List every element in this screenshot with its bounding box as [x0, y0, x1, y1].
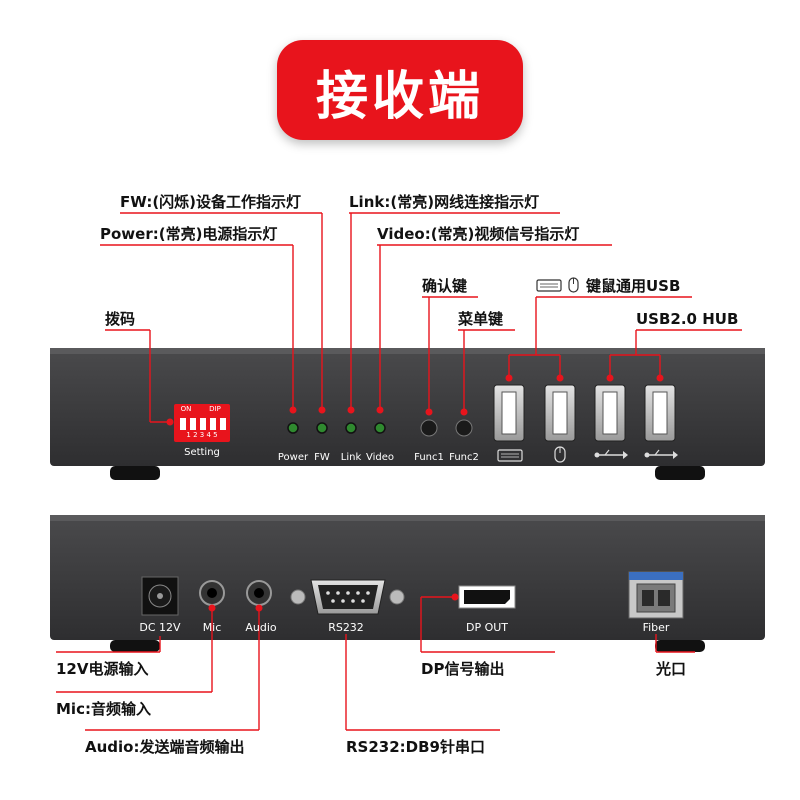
dip-numbers-label: 1 2 3 4 5	[186, 431, 218, 439]
dc-label: DC 12V	[139, 621, 181, 634]
usb-port-hub-1[interactable]	[594, 384, 626, 442]
usb-icon	[594, 449, 628, 459]
led-video	[374, 422, 386, 434]
led-link-label: Link	[340, 452, 362, 463]
led-fw	[316, 422, 328, 434]
callout-power: Power:(常亮)电源指示灯	[100, 225, 278, 243]
mic-label: Mic	[202, 621, 222, 634]
dip-on-label: ON	[180, 405, 192, 413]
callout-dc: 12V电源输入	[56, 660, 149, 678]
led-power	[287, 422, 299, 434]
rear-callout-dots	[208, 593, 459, 612]
callout-link: Link:(常亮)网线连接指示灯	[349, 193, 540, 211]
audio-label: Audio	[245, 621, 277, 634]
dp-out-port[interactable]	[458, 585, 516, 609]
keyboard-icon	[536, 279, 562, 292]
callout-rs232: RS232:DB9针串口	[346, 738, 485, 756]
callout-fw: FW:(闪烁)设备工作指示灯	[120, 193, 302, 211]
usb-port-mouse[interactable]	[544, 384, 576, 442]
callout-dp: DP信号输出	[421, 660, 505, 678]
rear-chassis	[50, 515, 765, 652]
led-power-label: Power	[277, 452, 309, 463]
mouse-icon	[568, 277, 579, 293]
callout-dip: 拨码	[105, 310, 136, 328]
dc-jack[interactable]	[141, 576, 179, 616]
front-callout-dots	[166, 374, 664, 426]
fiber-label: Fiber	[642, 621, 670, 634]
audio-jack[interactable]	[246, 580, 272, 606]
usb-icon	[644, 449, 678, 459]
callout-audio: Audio:发送端音频输出	[85, 738, 245, 756]
mouse-icon	[554, 446, 566, 463]
usb-port-keyboard[interactable]	[493, 384, 525, 442]
dip-switch[interactable]	[174, 404, 230, 442]
func1-button[interactable]	[420, 419, 438, 437]
title-banner: 接收端	[277, 40, 523, 140]
func2-label: Func2	[449, 452, 479, 463]
mic-jack[interactable]	[199, 580, 225, 606]
usb-port-hub-2[interactable]	[644, 384, 676, 442]
callout-mic: Mic:音频输入	[56, 700, 151, 718]
keyboard-icon	[497, 449, 523, 462]
func2-button[interactable]	[455, 419, 473, 437]
setting-label: Setting	[184, 447, 220, 458]
page-title: 接收端	[315, 67, 484, 127]
callout-menu-key: 菜单键	[458, 310, 504, 328]
front-callout-lines	[100, 212, 742, 423]
dp-out-label: DP OUT	[465, 621, 509, 634]
rear-callout-lines	[56, 596, 695, 731]
fiber-port[interactable]	[628, 571, 684, 619]
led-link	[345, 422, 357, 434]
dip-dip-label: DIP	[209, 405, 221, 413]
callout-confirm-key: 确认键	[422, 277, 468, 295]
rs232-label: RS232	[328, 621, 364, 634]
callout-usb-hub: USB2.0 HUB	[636, 310, 739, 328]
callout-video: Video:(常亮)视频信号指示灯	[377, 225, 580, 243]
led-video-label: Video	[365, 452, 395, 463]
callout-kvm-usb: 键鼠通用USB	[586, 277, 681, 295]
func1-label: Func1	[414, 452, 444, 463]
led-fw-label: FW	[314, 452, 330, 463]
callout-fiber: 光口	[656, 660, 687, 678]
rs232-port[interactable]	[290, 579, 405, 615]
